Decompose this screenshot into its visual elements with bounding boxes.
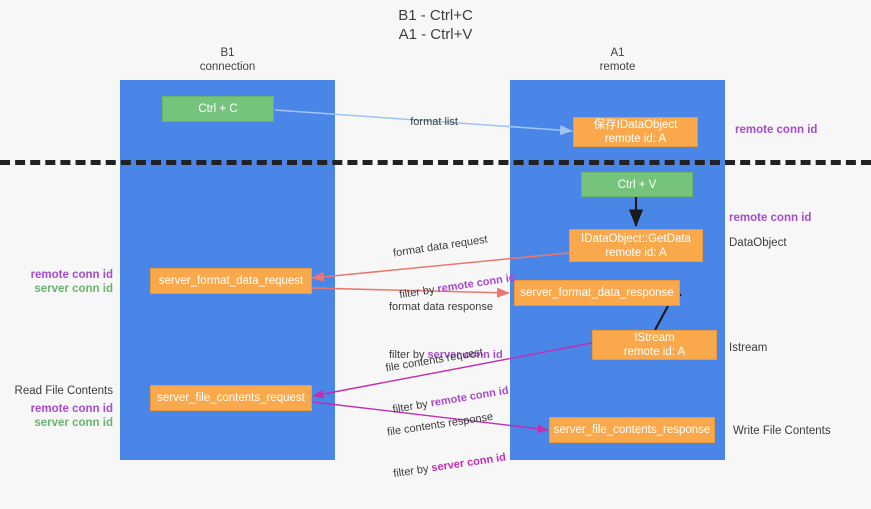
node-ctrl-c-label: Ctrl + C	[198, 103, 238, 115]
edge-label-file-contents-response-prefix: filter by	[392, 462, 433, 481]
phase-separator	[0, 160, 871, 165]
edge-label-file-contents-response-line1: file contents response	[386, 410, 494, 439]
node-server-format-data-response[interactable]: server_format_data_response	[514, 280, 680, 306]
node-getdata-line1: IDataObject::GetData	[581, 232, 691, 245]
edge-label-file-contents-response: file contents response filter by server …	[382, 381, 511, 509]
side-label-write-file-contents: Write File Contents	[733, 425, 831, 437]
node-save-idataobject[interactable]: 保存IDataObject remote id: A	[573, 117, 698, 147]
page-title: B1 - Ctrl+C A1 - Ctrl+V	[0, 6, 871, 44]
node-server-file-contents-response[interactable]: server_file_contents_response	[549, 417, 715, 443]
title-line-2: A1 - Ctrl+V	[398, 26, 473, 43]
node-server-file-contents-request-label: server_file_contents_request	[157, 392, 305, 404]
edge-label-file-contents-request-line1: file contents request	[384, 346, 484, 375]
lane-header-a1-name: A1	[610, 47, 625, 59]
side-label-left-server-conn-id-mid: server conn id	[34, 283, 113, 295]
node-server-file-contents-request[interactable]: server_file_contents_request	[150, 385, 312, 411]
node-ctrl-v-label: Ctrl + V	[617, 178, 657, 191]
edge-label-format-list: format list	[398, 101, 458, 143]
side-label-istream: Istream	[729, 342, 768, 354]
side-label-left-remote-conn-id-mid: remote conn id	[30, 269, 113, 281]
side-label-left-server-conn-id-bottom: server conn id	[34, 417, 113, 429]
node-save-idataobject-line1: 保存IDataObject	[593, 119, 678, 131]
node-ctrl-v[interactable]: Ctrl + V	[581, 172, 693, 197]
node-server-format-data-request[interactable]: server_format_data_request	[150, 268, 312, 294]
node-istream-line2: remote id: A	[623, 346, 686, 358]
edge-label-format-data-response: format data response filter by server co…	[389, 272, 503, 390]
lane-header-b1-name: B1	[220, 47, 235, 59]
edge-label-format-data-response-line2: filter by server conn id	[389, 348, 503, 362]
side-label-read-file-contents: Read File Contents	[14, 385, 113, 397]
edge-label-format-list-text: format list	[410, 116, 458, 128]
edge-label-format-data-response-prefix: filter by	[389, 349, 428, 361]
lane-header-b1-role: connection	[199, 61, 256, 73]
node-idataobject-getdata[interactable]: IDataObject::GetData remote id: A	[569, 229, 703, 262]
lane-header-a1: A1 remote	[510, 46, 725, 74]
node-istream-line1: IStream	[634, 332, 675, 344]
edge-label-file-contents-response-highlight: server conn id	[430, 451, 507, 475]
edge-label-file-contents-response-line2: filter by server conn id	[392, 450, 507, 481]
node-server-format-data-response-label: server_format_data_response	[520, 287, 674, 299]
node-save-idataobject-line2: remote id: A	[604, 133, 667, 145]
lane-header-a1-role: remote	[599, 61, 636, 73]
side-label-remote-conn-id-mid: remote conn id	[729, 212, 812, 224]
lane-header-b1: B1 connection	[120, 46, 335, 74]
node-server-format-data-request-label: server_format_data_request	[158, 275, 304, 287]
edge-label-format-data-response-line1: format data response	[389, 301, 493, 313]
side-label-remote-conn-id-top: remote conn id	[735, 124, 818, 136]
title-line-1: B1 - Ctrl+C	[398, 7, 473, 24]
diagram-canvas: B1 - Ctrl+C A1 - Ctrl+V B1 connection A1…	[0, 6, 871, 480]
side-label-left-remote-conn-id-bottom: remote conn id	[30, 403, 113, 415]
node-istream[interactable]: IStream remote id: A	[592, 330, 717, 360]
node-ctrl-c[interactable]: Ctrl + C	[162, 96, 274, 122]
node-server-file-contents-response-label: server_file_contents_response	[553, 424, 711, 436]
node-getdata-line2: remote id: A	[605, 246, 667, 259]
side-label-dataobject: DataObject	[729, 237, 787, 249]
edge-label-format-data-request-line1: format data request	[392, 233, 489, 260]
edge-label-format-data-response-highlight: server conn id	[427, 349, 503, 361]
